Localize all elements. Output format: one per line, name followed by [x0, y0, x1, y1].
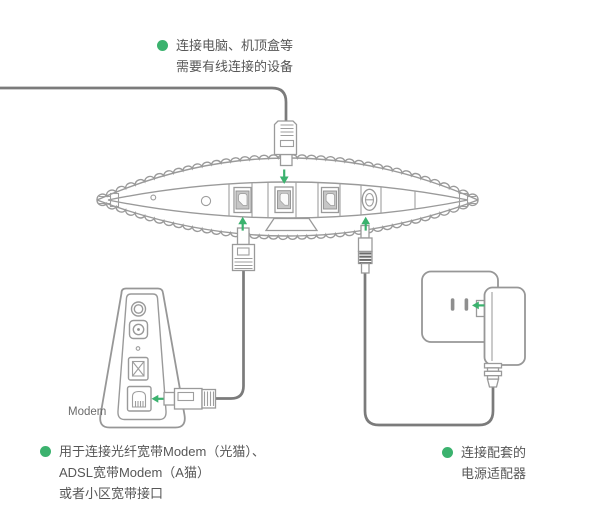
note-top-line1: 连接电脑、机顶盒等 [176, 38, 294, 53]
wan-cable [214, 269, 245, 400]
power-cable [363, 271, 495, 427]
right-tip-detail [458, 192, 476, 208]
wps-button-icon [200, 195, 212, 207]
lan-cable-to-pc [0, 86, 288, 123]
note-top: 连接电脑、机顶盒等 需要有线连接的设备 [157, 35, 293, 77]
strain-relief-icon [483, 362, 503, 388]
note-bottom-left-line3: 或者小区宽带接口 [59, 486, 164, 501]
rear-panel-dividers [228, 182, 416, 218]
note-top-line2: 需要有线连接的设备 [176, 59, 294, 74]
green-bullet-icon [442, 446, 453, 458]
label-plate-icon [264, 217, 319, 232]
arrow-down-lan-icon [279, 169, 289, 184]
arrow-up-wan-icon [238, 216, 248, 231]
coax-port-icon [130, 301, 147, 317]
wall-outlet [421, 270, 499, 343]
green-bullet-icon [157, 39, 168, 51]
lan-port-1-icon [233, 186, 252, 214]
note-bottom-left-line1: 用于连接光纤宽带Modem（光猫）、 [59, 444, 265, 459]
modem-plug-icon [163, 387, 217, 410]
arrow-left-outlet-icon [472, 301, 485, 310]
left-tip-detail [99, 192, 120, 208]
router-rear-view [96, 153, 479, 241]
power-adapter [475, 286, 526, 388]
note-bottom-right: 连接配套的 电源适配器 [442, 442, 526, 484]
lan-plug-top-icon [273, 120, 298, 167]
modem-device [99, 287, 186, 429]
optical-port-icon [127, 356, 149, 381]
note-bottom-right-line1: 连接配套的 [461, 445, 527, 460]
green-bullet-icon [40, 445, 51, 457]
modem-power-port-icon [128, 319, 149, 340]
note-bottom-right-line2: 电源适配器 [461, 466, 527, 481]
lan-port-3-icon [320, 186, 340, 214]
modem-lan-port-icon [126, 385, 152, 412]
lan-port-2-icon [274, 186, 294, 214]
note-bottom-left-line2: ADSL宽带Modem（A猫） [59, 465, 210, 480]
reset-button-icon [150, 194, 157, 201]
arrow-up-power-icon [361, 216, 371, 231]
modem-label: Modem [68, 406, 107, 418]
arrow-left-modem-icon [151, 394, 164, 403]
router-power-port-icon [361, 188, 378, 211]
dc-plug-icon [357, 224, 373, 274]
modem-led-icon [135, 346, 141, 351]
note-bottom-left: 用于连接光纤宽带Modem（光猫）、 ADSL宽带Modem（A猫） 或者小区宽… [40, 441, 265, 504]
